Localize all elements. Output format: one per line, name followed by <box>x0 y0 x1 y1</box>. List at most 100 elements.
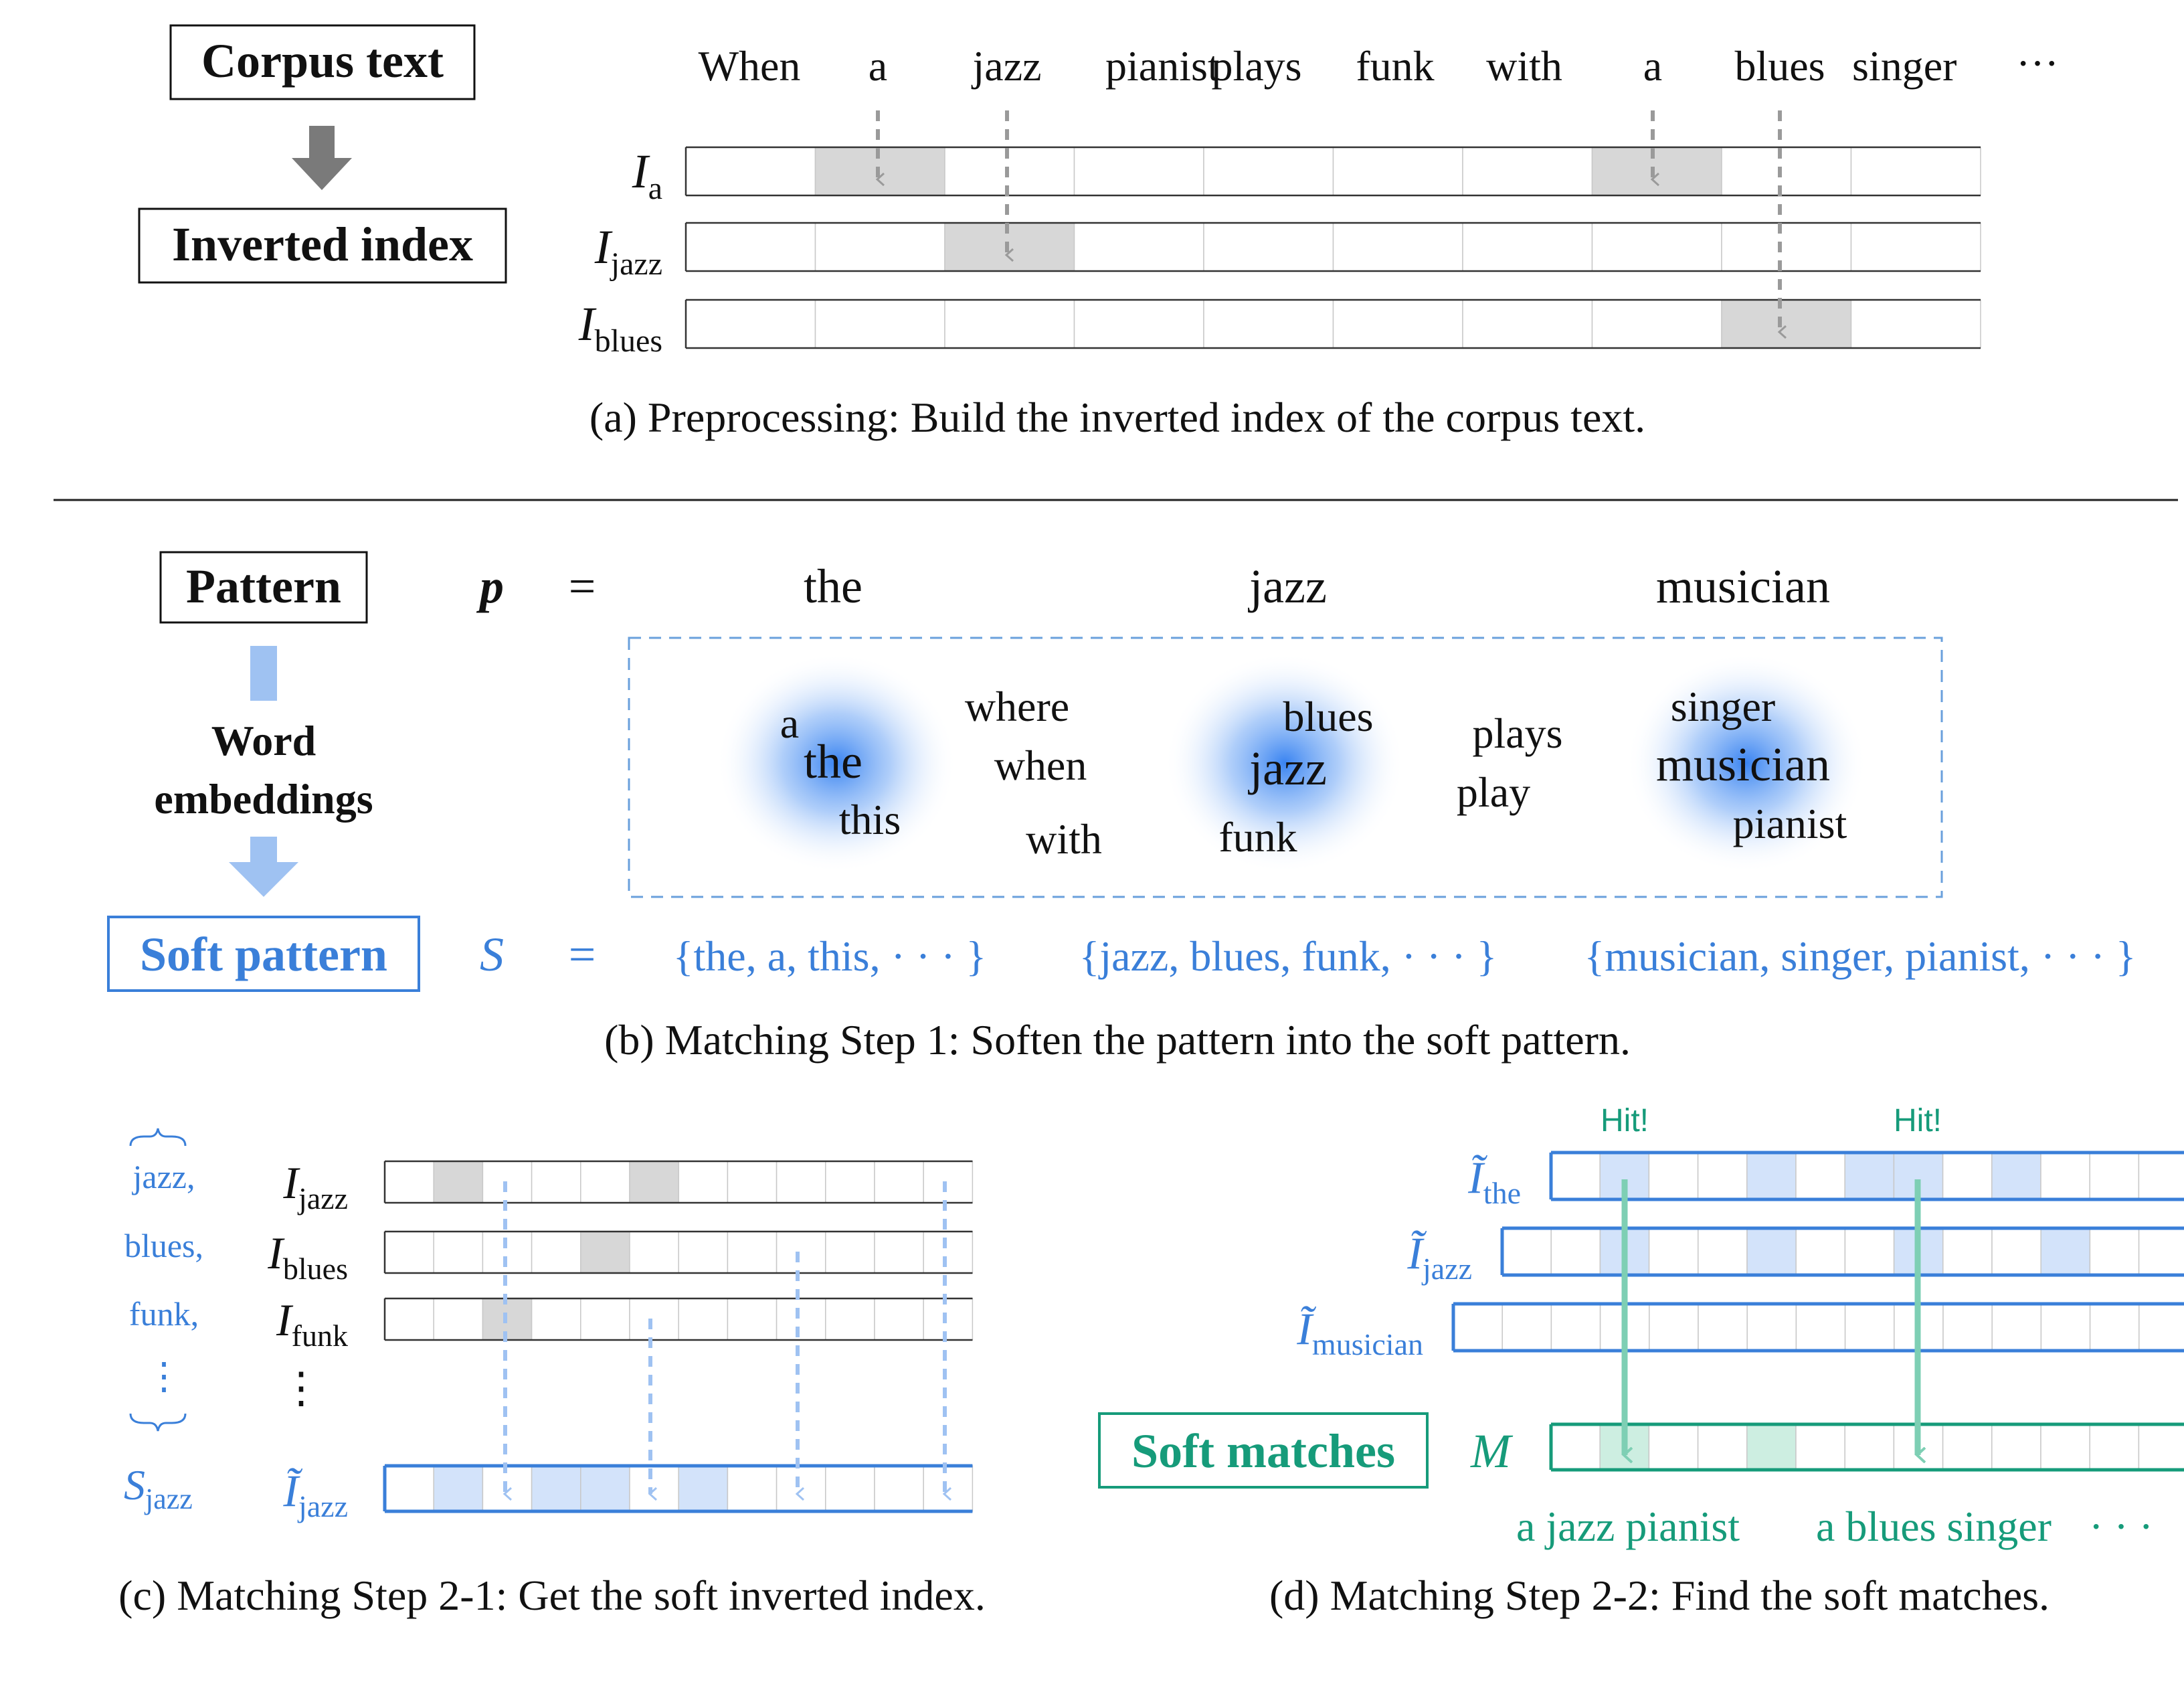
panel-c-index-row-cell <box>874 1161 924 1203</box>
soft-index-row-cell <box>1697 1152 1748 1200</box>
soft-inverted-index-row-cell <box>433 1465 484 1512</box>
set-word: funk, <box>129 1295 199 1333</box>
inverted-index-row-cell <box>1850 147 1981 196</box>
inverted-index-row-cell <box>1591 147 1722 196</box>
inverted-index-row-cell <box>1721 222 1852 272</box>
soft-index-row-cell <box>1942 1303 1993 1351</box>
panel-c-index-row-cell <box>678 1161 729 1203</box>
soft-index-row-cell <box>1844 1152 1895 1200</box>
soft-index-row-cell <box>1746 1152 1797 1200</box>
soft-index-row-cell <box>1502 1303 1552 1351</box>
inverted-index-label: Inverted index <box>172 218 473 271</box>
cloud-word: musician <box>1656 738 1830 791</box>
cloud-word: when <box>994 742 1087 789</box>
soft-index-row-cell <box>2138 1152 2184 1200</box>
p-symbol: p <box>476 560 504 613</box>
soft-inverted-index-row-cell <box>874 1465 924 1512</box>
soft-inverted-index-row-cell <box>923 1465 974 1512</box>
match-ellipsis: · · · <box>2089 1503 2153 1550</box>
word-embeddings-label-2: embeddings <box>154 775 373 823</box>
soft-index-label-sub: jazz <box>297 1489 348 1523</box>
inverted-index-row-cell <box>1332 147 1463 196</box>
inverted-index-row-cell <box>1203 222 1334 272</box>
set-brace-bottom <box>129 1413 187 1432</box>
caption-b: (b) Matching Step 1: Soften the pattern … <box>604 1016 1631 1064</box>
panel-c: jazz, blues, funk, ⋮ Sjazz ⋮ IjazzIblues… <box>118 1128 986 1619</box>
soft-index-row-cell <box>1795 1152 1845 1200</box>
soft-index-row-cell <box>1942 1152 1993 1200</box>
down-arrow-icon <box>292 126 352 190</box>
panel-c-index-row-cell <box>923 1231 974 1274</box>
soft-index-row-cell <box>1453 1303 1503 1351</box>
corpus-text-label: Corpus text <box>201 34 444 88</box>
soft-inverted-index-row-cell <box>384 1465 434 1512</box>
panel-c-index-row-cell <box>433 1161 484 1203</box>
soft-matches-row-cell <box>1697 1424 1748 1470</box>
corpus-word: plays <box>1211 42 1301 90</box>
soft-index-row-cell <box>2138 1228 2184 1276</box>
panel-c-index-row-cell <box>629 1231 679 1274</box>
cloud-word: this <box>839 796 901 843</box>
s-equals: = <box>569 928 596 981</box>
panel-c-index-row-cell <box>531 1231 581 1274</box>
soft-index-row-cell <box>1844 1303 1895 1351</box>
soft-matches-row-cell <box>2138 1424 2184 1470</box>
match-phrase: a blues singer <box>1816 1503 2052 1550</box>
inverted-index-row-cell <box>1850 299 1981 349</box>
soft-index-row-cell <box>2040 1228 2091 1276</box>
panel-c-index-row-cell <box>384 1298 434 1341</box>
pattern-word-musician: musician <box>1656 560 1830 613</box>
panel-c-index-row-cell <box>776 1298 826 1341</box>
panel-c-index-row-cell <box>825 1161 875 1203</box>
index-row-label-base: I <box>578 297 597 351</box>
soft-index-row-cell <box>1550 1228 1601 1276</box>
soft-index-row-cell <box>2089 1228 2140 1276</box>
inverted-index-row-cell <box>814 222 945 272</box>
panel-c-index-row-cell <box>433 1298 484 1341</box>
soft-index-row-cell <box>1746 1303 1797 1351</box>
panel-c-row-label-base: I <box>276 1294 294 1345</box>
soft-index-row-cell <box>2138 1303 2184 1351</box>
soft-inverted-index-row-cell <box>825 1465 875 1512</box>
soft-matches-row-cell <box>1844 1424 1895 1470</box>
corpus-word: pianist <box>1105 42 1220 90</box>
inverted-index-row-cell <box>944 299 1075 349</box>
soft-index-row-label-sub: jazz <box>1421 1252 1472 1286</box>
corpus-word: jazz <box>972 42 1042 90</box>
panel-c-row-label: Ijazz <box>282 1157 348 1215</box>
soft-matches-label: Soft matches <box>1131 1424 1395 1478</box>
pattern-word-jazz: jazz <box>1247 560 1327 613</box>
pattern-label: Pattern <box>186 560 341 613</box>
panel-c-index-row-cell <box>580 1231 630 1274</box>
inverted-index-row-cell <box>814 299 945 349</box>
soft-index-row-label: Ĩjazz <box>1406 1228 1472 1286</box>
panel-c-row-label-base: I <box>267 1228 285 1278</box>
soft-index-row-cell <box>2089 1303 2140 1351</box>
soft-inverted-index-row-cell <box>727 1465 778 1512</box>
index-row-label-sub: blues <box>595 323 662 359</box>
cloud-word: where <box>965 683 1069 730</box>
inverted-index-row-cell <box>1073 147 1204 196</box>
soft-pattern-label: Soft pattern <box>140 928 387 981</box>
panel-c-index-row-cell <box>727 1161 778 1203</box>
match-phrase: a jazz pianist <box>1516 1503 1740 1550</box>
caption-a: (a) Preprocessing: Build the inverted in… <box>589 394 1645 441</box>
panel-c-index-row-cell <box>776 1161 826 1203</box>
rows-vdots: ⋮ <box>280 1364 323 1412</box>
inverted-index-row-cell <box>1203 299 1334 349</box>
soft-matches-row-cell <box>1942 1424 1993 1470</box>
cloud-word: jazz <box>1247 742 1327 795</box>
set-brace-top <box>129 1128 187 1147</box>
panel-c-row-label: Ifunk <box>276 1294 348 1353</box>
panel-c-index-row-cell <box>776 1231 826 1274</box>
soft-index-row-cell <box>1746 1228 1797 1276</box>
caption-c: (c) Matching Step 2-1: Get the soft inve… <box>118 1572 986 1619</box>
inverted-index-row-cell <box>1591 222 1722 272</box>
embedding-glow-the <box>716 653 957 873</box>
soft-index-row-cell <box>1795 1303 1846 1351</box>
index-row-label-base: I <box>632 145 650 198</box>
soft-index-row-label: Ĩthe <box>1467 1152 1521 1210</box>
soft-index-row-cell <box>1648 1152 1699 1200</box>
